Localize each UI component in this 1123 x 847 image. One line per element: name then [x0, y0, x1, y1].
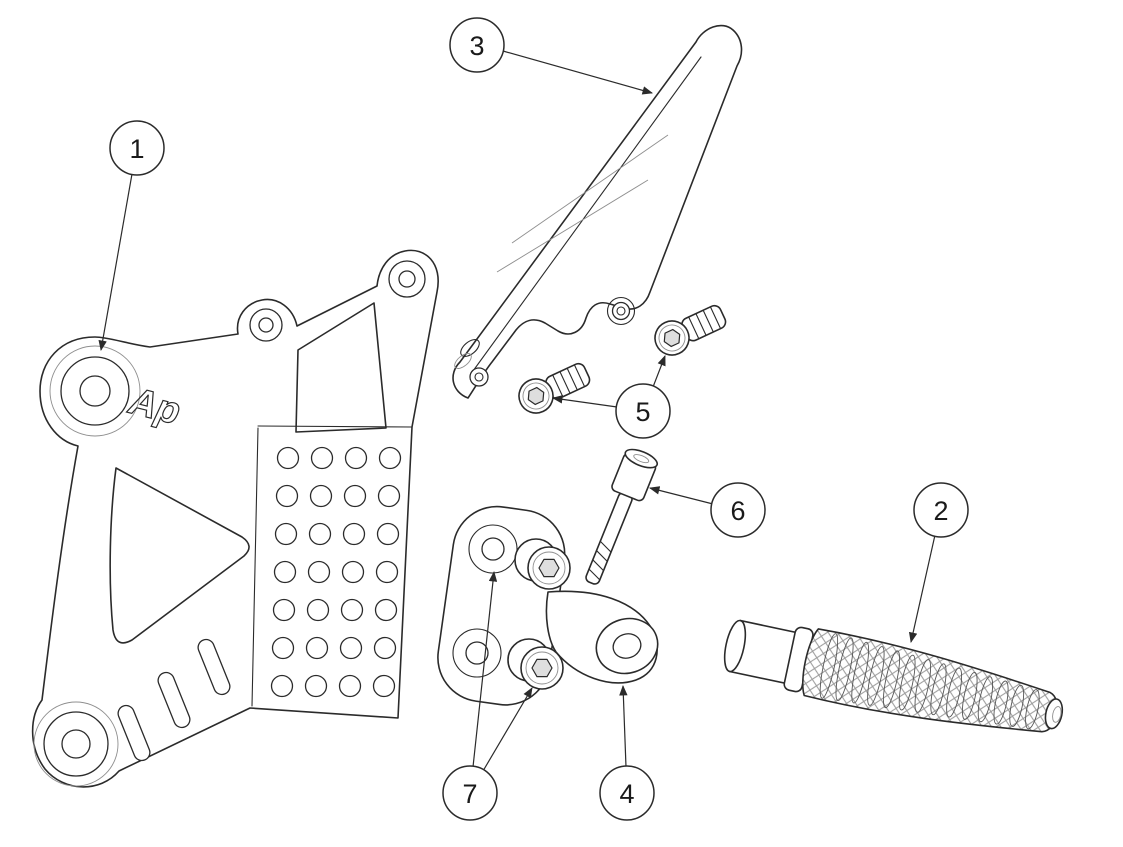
adjustment-slots [117, 638, 231, 762]
leader-line-7a [482, 687, 533, 772]
part-6-shoulder-bolt-drawing [585, 448, 659, 585]
leader-lines [98, 50, 936, 772]
leader-line-1 [98, 173, 133, 352]
callout-3: 3 [449, 17, 505, 73]
mount-bosses [33, 260, 426, 787]
callout-4: 4 [599, 765, 655, 821]
leader-line-6 [648, 486, 714, 505]
leader-line-5a [551, 395, 618, 408]
plate-edge-lines [251, 425, 413, 707]
part-5-button-screws-drawing [518, 304, 727, 414]
callout-1: 1 [109, 120, 165, 176]
leader-line-5b [652, 355, 666, 388]
callout-2-label: 2 [933, 496, 948, 526]
arm-window-cutout [295, 302, 387, 433]
callout-6: 6 [710, 482, 766, 538]
button-screw-a [518, 362, 591, 414]
v-notch-cutout [109, 467, 250, 644]
callout-7-label: 7 [462, 779, 477, 809]
hole-grid [270, 446, 402, 698]
part-4-peg-mount-drawing [437, 505, 659, 706]
callout-5-label: 5 [635, 397, 650, 427]
socket-screw-upper [514, 538, 571, 590]
thickness-edge-line [472, 56, 702, 372]
callouts: 1 2 3 4 5 6 7 [109, 17, 969, 821]
callout-6-label: 6 [730, 496, 745, 526]
leader-line-7b [472, 570, 498, 768]
leader-line-3 [502, 50, 654, 95]
callout-7: 7 [442, 765, 498, 821]
callout-4-label: 4 [619, 779, 634, 809]
part-1-bracket-plate-drawing: Ap [31, 249, 439, 788]
leader-line-2 [908, 534, 936, 644]
knurl-ridges [819, 633, 1040, 730]
socket-screw-lower [507, 638, 564, 690]
knurled-body [801, 628, 1059, 733]
part-7-socket-screws-drawing [507, 538, 571, 690]
callout-5: 5 [615, 383, 671, 439]
callout-1-label: 1 [129, 134, 144, 164]
part-3-heel-guard-drawing [452, 24, 743, 399]
button-screw-b [654, 304, 727, 356]
leader-line-4 [619, 684, 628, 768]
surface-crease-lines [496, 134, 669, 273]
part-2-footpeg-drawing [723, 619, 1064, 733]
callout-2: 2 [913, 482, 969, 538]
callout-3-label: 3 [469, 31, 484, 61]
